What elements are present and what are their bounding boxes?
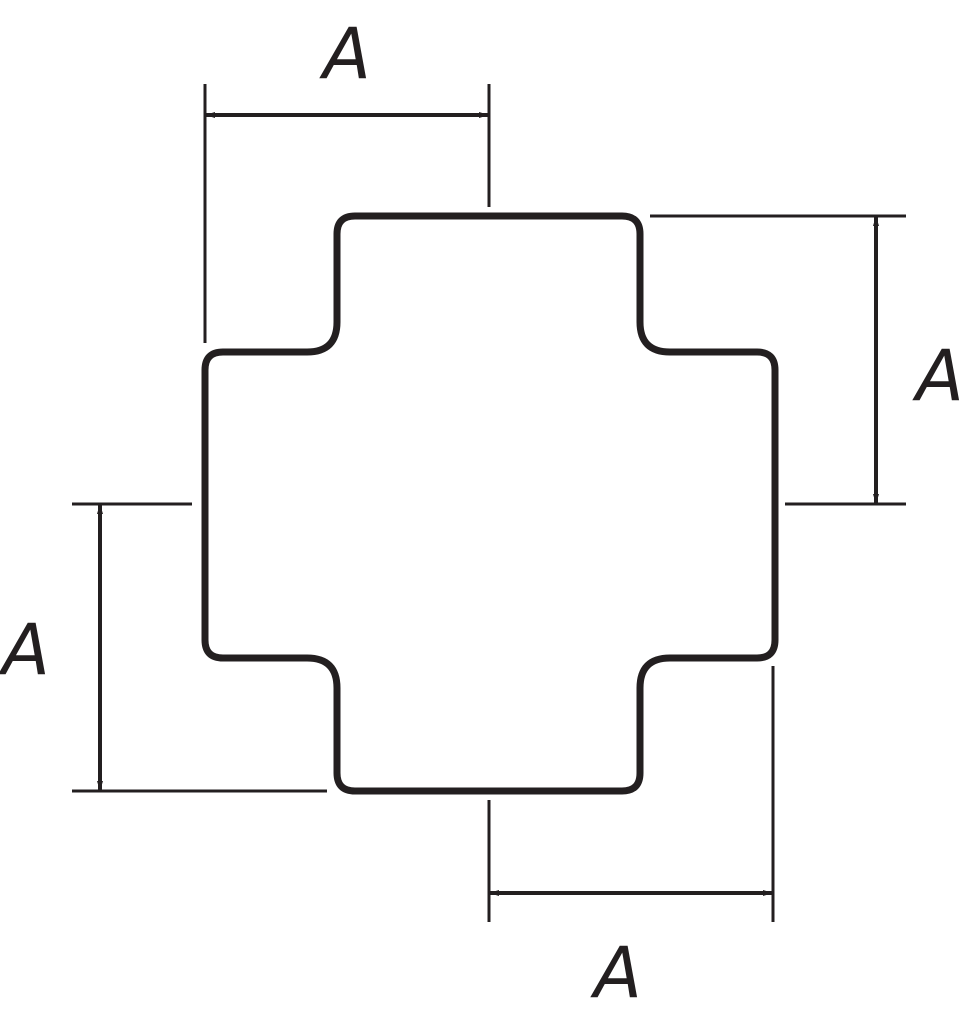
bottom-dimension-label: A xyxy=(590,932,642,1014)
right-dimension: A xyxy=(650,214,964,506)
cross-outline xyxy=(201,212,779,795)
left-dimension: A xyxy=(0,502,327,793)
right-dimension-label: A xyxy=(912,335,964,417)
top-dimension-label: A xyxy=(319,13,371,95)
bottom-dimension: A xyxy=(487,666,775,1014)
left-dimension-label: A xyxy=(0,609,50,691)
top-dimension: A xyxy=(203,13,491,343)
